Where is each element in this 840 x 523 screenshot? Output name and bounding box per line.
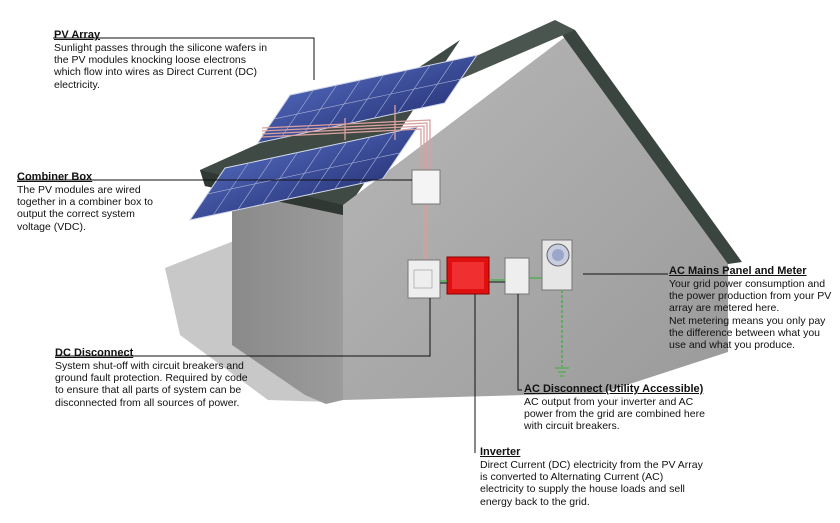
ac-dc-connections bbox=[440, 277, 542, 284]
callout-body: The PV modules are wired together in a c… bbox=[17, 184, 153, 233]
leader-lines bbox=[17, 37, 668, 453]
callout-title: Combiner Box bbox=[17, 171, 93, 183]
ac-disconnect-box bbox=[504, 257, 530, 295]
combiner-box bbox=[411, 169, 441, 205]
callout-body: Sunlight passes through the silicone waf… bbox=[54, 42, 268, 91]
callout-ac-mains: AC Mains Panel and Meter Your grid power… bbox=[669, 265, 831, 351]
callout-title: DC Disconnect bbox=[55, 347, 134, 359]
roof-right-edge bbox=[560, 30, 742, 264]
dc-wiring bbox=[261, 105, 431, 262]
side-wall bbox=[232, 187, 343, 404]
callout-body: AC output from your inverter and AC powe… bbox=[524, 396, 705, 433]
callout-title: PV Array bbox=[54, 29, 101, 41]
callout-ac-disconnect: AC Disconnect (Utility Accessible) AC ou… bbox=[524, 383, 705, 433]
pv-array-lower bbox=[188, 126, 419, 221]
callout-title: AC Mains Panel and Meter bbox=[669, 265, 807, 277]
callout-dc-disconnect: DC Disconnect System shut-off with circu… bbox=[55, 347, 248, 409]
callout-body: Your grid power consumption and the powe… bbox=[669, 278, 832, 352]
pv-array-upper bbox=[256, 54, 479, 144]
dc-disconnect-box bbox=[407, 259, 441, 299]
callout-title: AC Disconnect (Utility Accessible) bbox=[524, 383, 704, 395]
callout-pv-array: PV Array Sunlight passes through the sil… bbox=[54, 29, 267, 91]
callout-body: Direct Current (DC) electricity from the… bbox=[480, 459, 703, 508]
callout-title: Inverter bbox=[480, 446, 521, 458]
callout-combiner-box: Combiner Box The PV modules are wired to… bbox=[17, 171, 153, 233]
callout-body: System shut-off with circuit breakers an… bbox=[55, 360, 248, 409]
ground-symbol bbox=[555, 367, 569, 377]
callout-inverter: Inverter Direct Current (DC) electricity… bbox=[480, 446, 703, 508]
